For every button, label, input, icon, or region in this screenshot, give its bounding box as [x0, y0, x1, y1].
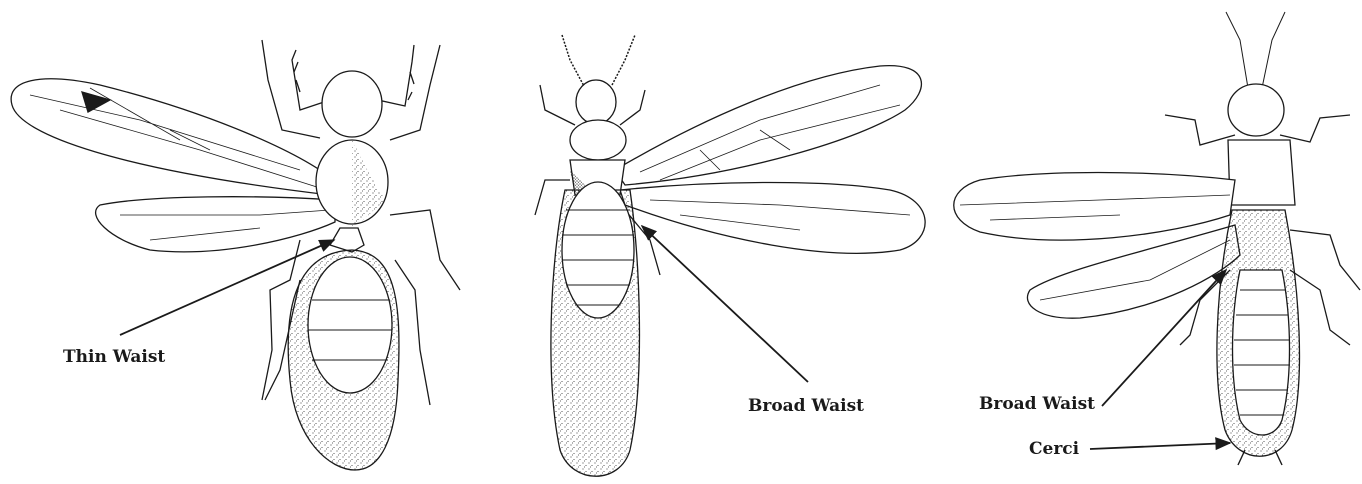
head	[1228, 84, 1284, 136]
middle-insect	[535, 35, 925, 476]
head	[576, 80, 616, 124]
left-insect	[11, 40, 460, 470]
forewing-left	[11, 79, 340, 195]
broad-waist-arrow-middle	[642, 226, 808, 382]
broad-waist-label-middle: Broad Waist	[748, 396, 864, 416]
hindwing-right	[620, 183, 925, 254]
head	[322, 71, 382, 137]
cerci-arrow	[1090, 443, 1230, 449]
thin-waist-label: Thin Waist	[63, 347, 165, 367]
forewing-right	[615, 66, 921, 185]
cerci-label: Cerci	[1029, 439, 1079, 459]
forewing-left	[954, 173, 1235, 241]
right-antenna	[378, 45, 414, 106]
waist	[330, 228, 364, 252]
broad-waist-label-right: Broad Waist	[979, 394, 1095, 414]
